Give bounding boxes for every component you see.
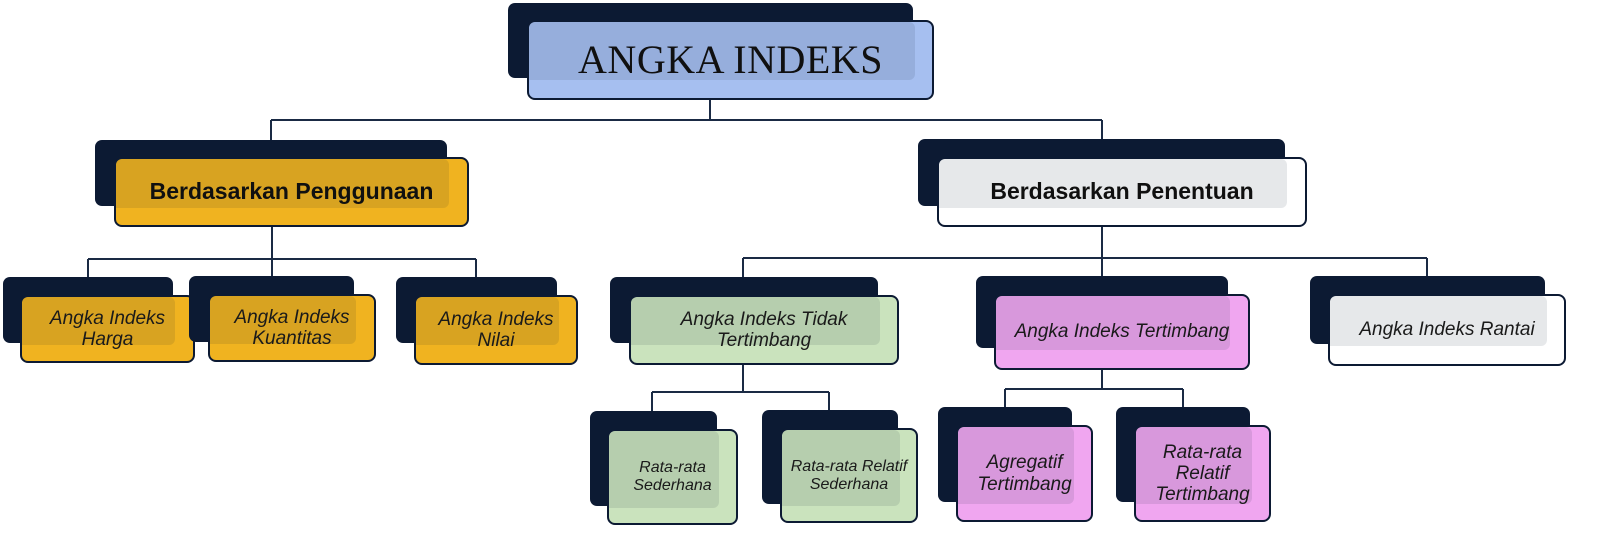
weighted-index-node: Angka Indeks Tertimbang bbox=[976, 276, 1250, 370]
node-face: ANGKA INDEKS bbox=[527, 20, 934, 100]
node-face: Rata-rata Relatif Tertimbang bbox=[1134, 425, 1271, 522]
determination-node: Berdasarkan Penentuan bbox=[918, 139, 1307, 227]
quantity-index-node: Angka Indeks Kuantitas bbox=[189, 276, 376, 362]
quantity-index-label: Angka Indeks Kuantitas bbox=[234, 306, 350, 349]
node-face: Rata-rata Sederhana bbox=[607, 429, 738, 525]
node-face: Angka Indeks Kuantitas bbox=[208, 294, 376, 362]
value-index-node: Angka Indeks Nilai bbox=[396, 277, 578, 365]
price-index-label: Angka Indeks Harga bbox=[49, 307, 166, 350]
value-index-label: Angka Indeks Nilai bbox=[438, 308, 554, 351]
node-face: Rata-rata Relatif Sederhana bbox=[780, 428, 918, 523]
root-node: ANGKA INDEKS bbox=[508, 3, 934, 100]
determination-label: Berdasarkan Penentuan bbox=[990, 178, 1254, 205]
weighted-relative-average-label: Rata-rata Relatif Tertimbang bbox=[1155, 441, 1250, 506]
node-face: Berdasarkan Penentuan bbox=[937, 157, 1307, 227]
simple-average-label: Rata-rata Sederhana bbox=[633, 459, 712, 494]
simple-relative-average-label: Rata-rata Relatif Sederhana bbox=[790, 457, 908, 493]
root-label: ANGKA INDEKS bbox=[578, 36, 883, 82]
node-face: Angka Indeks Tertimbang bbox=[994, 294, 1250, 370]
usage-label: Berdasarkan Penggunaan bbox=[149, 178, 434, 205]
simple-average-node: Rata-rata Sederhana bbox=[590, 411, 738, 525]
chain-index-label: Angka Indeks Rantai bbox=[1359, 319, 1535, 341]
usage-node: Berdasarkan Penggunaan bbox=[95, 140, 469, 227]
weighted-index-label: Angka Indeks Tertimbang bbox=[1014, 321, 1230, 343]
price-index-node: Angka Indeks Harga bbox=[3, 277, 195, 363]
weighted-relative-average-node: Rata-rata Relatif Tertimbang bbox=[1116, 407, 1271, 522]
simple-relative-average-node: Rata-rata Relatif Sederhana bbox=[762, 410, 918, 523]
node-face: Angka Indeks Harga bbox=[20, 295, 195, 363]
node-face: Angka Indeks Nilai bbox=[414, 295, 578, 365]
node-face: Berdasarkan Penggunaan bbox=[114, 157, 469, 227]
node-face: Agregatif Tertimbang bbox=[956, 425, 1093, 522]
chain-index-node: Angka Indeks Rantai bbox=[1310, 276, 1566, 366]
weighted-aggregate-node: Agregatif Tertimbang bbox=[938, 407, 1093, 522]
weighted-aggregate-label: Agregatif Tertimbang bbox=[977, 452, 1072, 495]
node-face: Angka Indeks Tidak Tertimbang bbox=[629, 295, 899, 365]
unweighted-index-node: Angka Indeks Tidak Tertimbang bbox=[610, 277, 899, 365]
unweighted-index-label: Angka Indeks Tidak Tertimbang bbox=[680, 308, 848, 351]
node-face: Angka Indeks Rantai bbox=[1328, 294, 1566, 366]
